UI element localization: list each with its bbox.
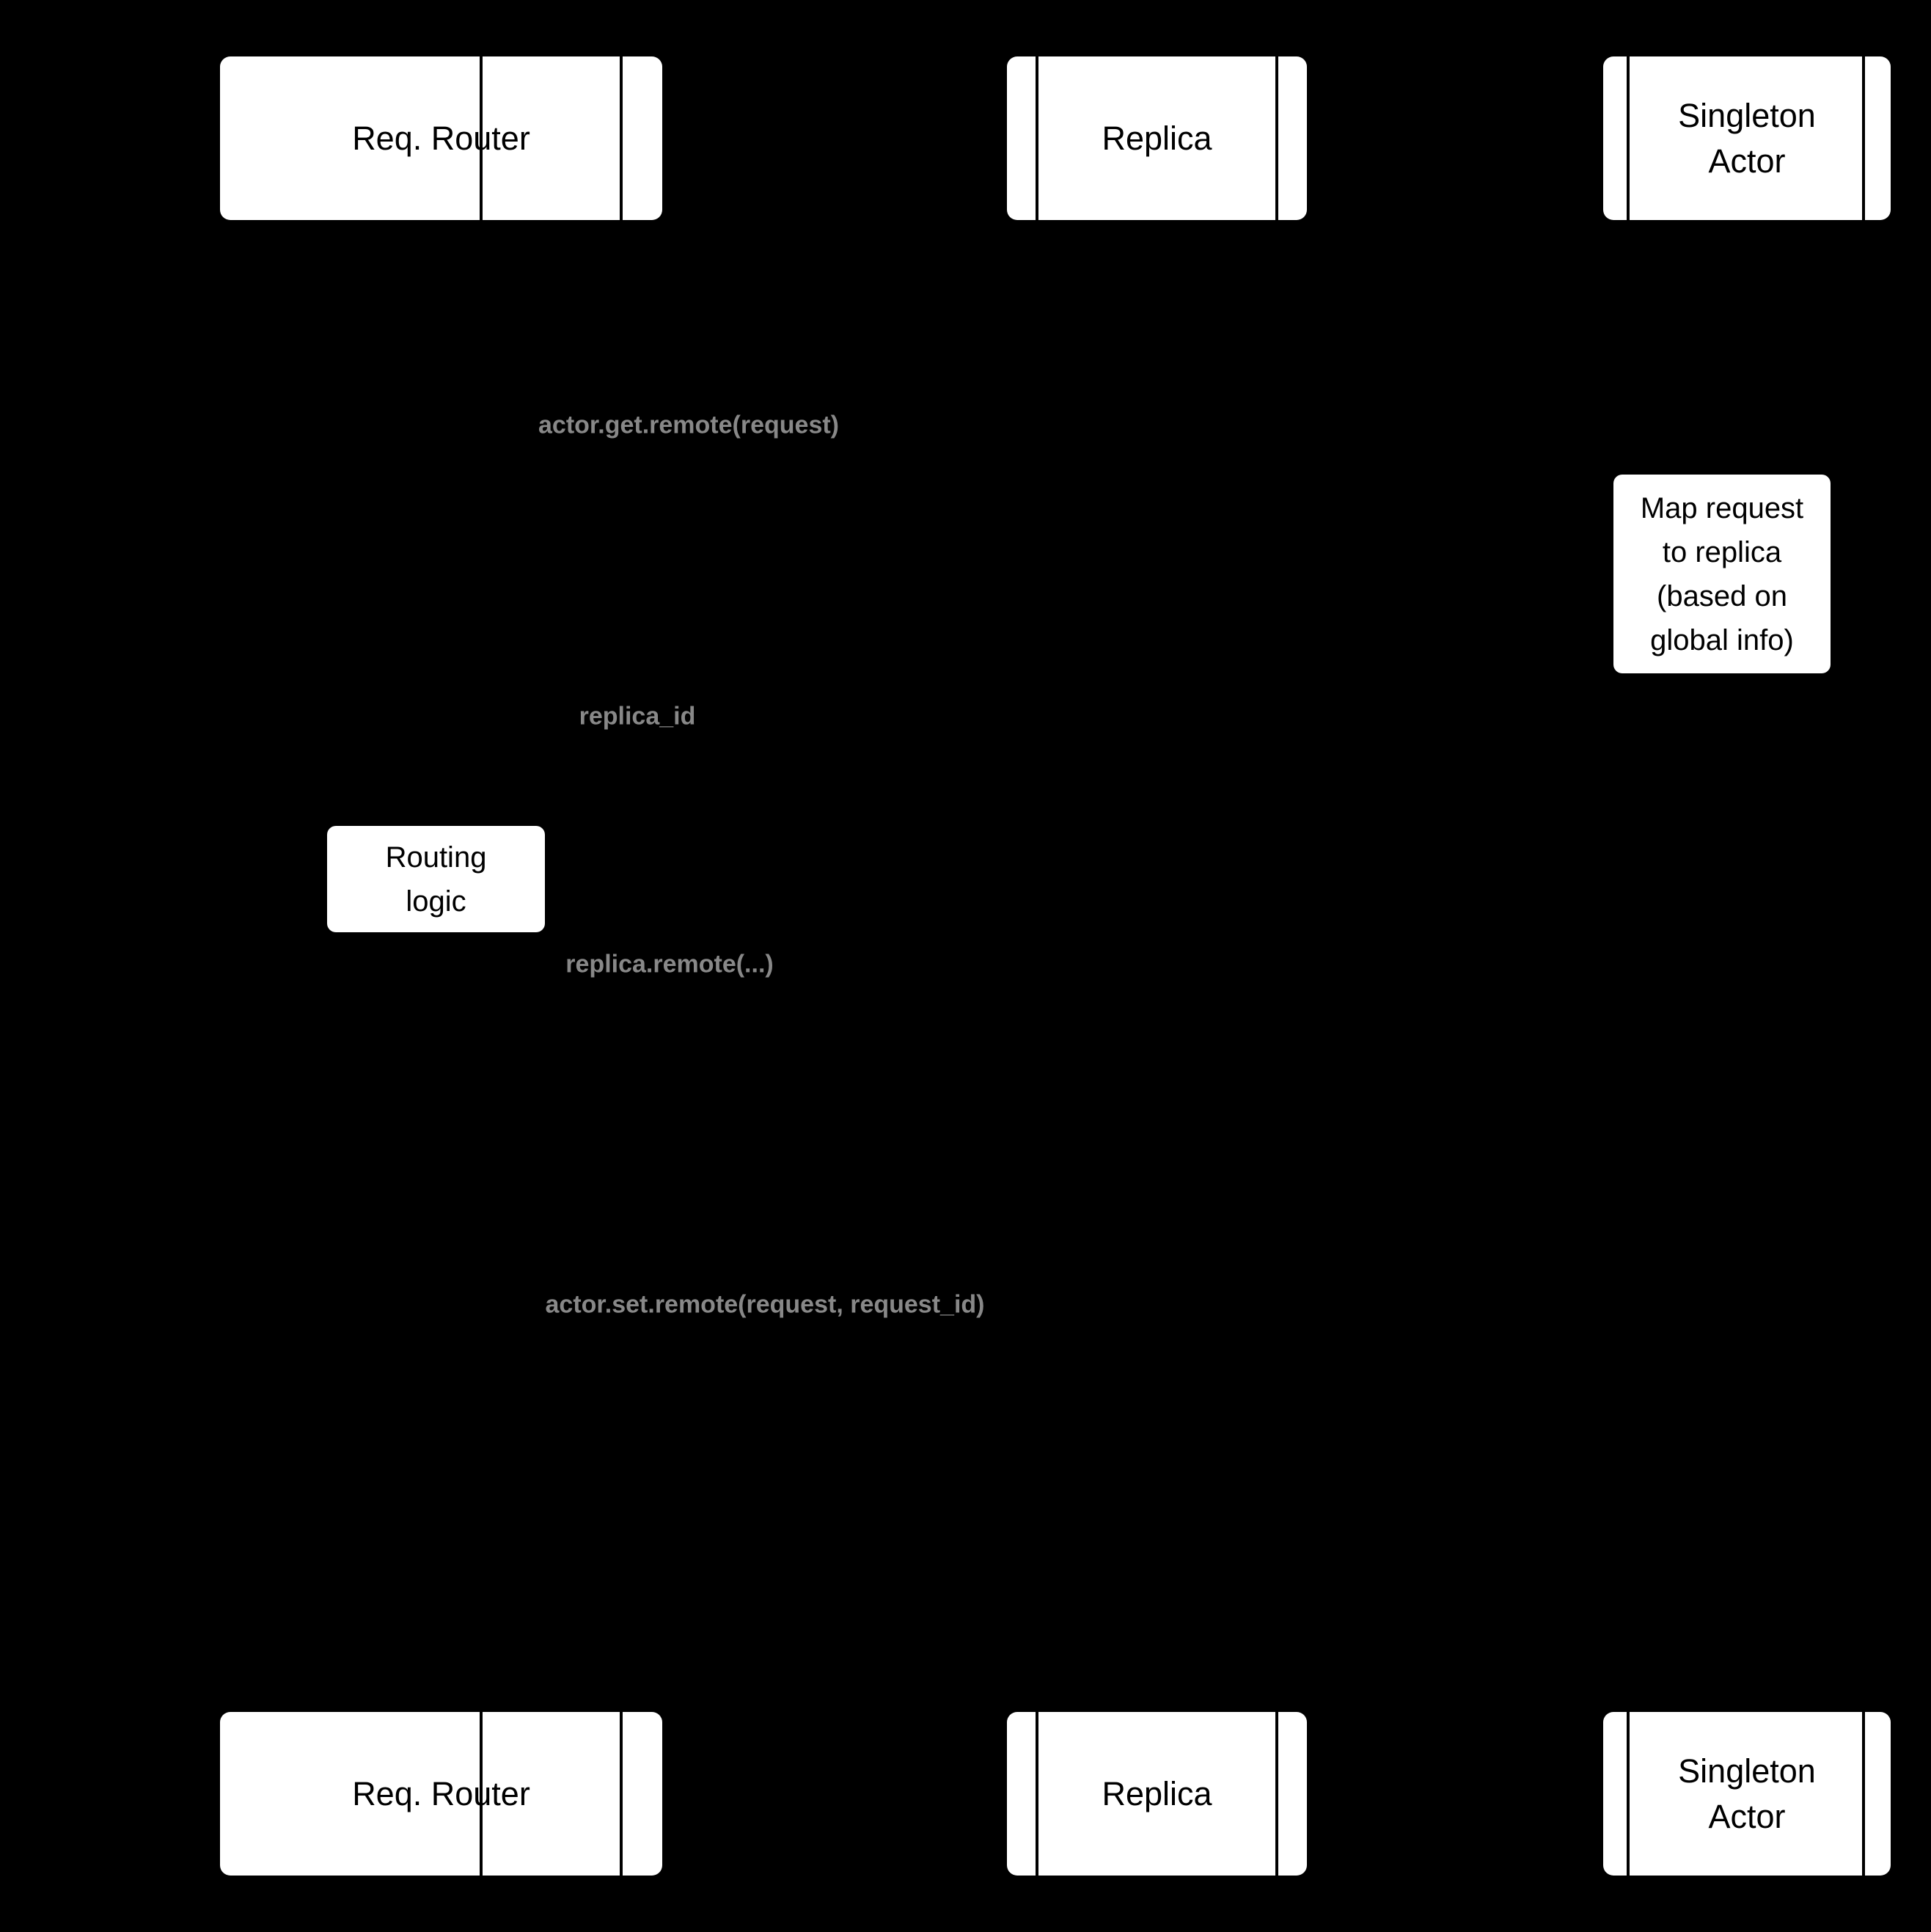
participant-label-replica: Replica <box>1102 1774 1212 1812</box>
participant-label-req-router: Req. Router <box>352 1774 530 1812</box>
inner-line-right <box>620 56 623 220</box>
inner-line-right <box>1275 1712 1278 1876</box>
participant-label-replica: Replica <box>1102 119 1212 157</box>
message-label-replica-remote: replica.remote(...) <box>565 950 774 978</box>
participant-box-singleton-actor-bottom: Singleton Actor <box>1603 1712 1891 1876</box>
inner-line-left <box>480 56 483 220</box>
participant-box-replica-top: Replica <box>1007 56 1307 220</box>
inner-line-left <box>1036 1712 1038 1876</box>
participant-label-singleton-actor: Singleton Actor <box>1678 96 1816 180</box>
inner-line-right <box>620 1712 623 1876</box>
inner-line-right <box>1862 1712 1865 1876</box>
message-label-actor-get-remote: actor.get.remote(request) <box>538 411 839 439</box>
participant-box-singleton-actor-top: Singleton Actor <box>1603 56 1891 220</box>
participant-box-req-router-bottom: Req. Router <box>220 1712 662 1876</box>
inner-line-right <box>1275 56 1278 220</box>
message-label-replica-id: replica_id <box>579 702 696 731</box>
note-map-request-to-replica: Map request to replica (based on global … <box>1613 475 1831 673</box>
inner-line-left <box>1036 56 1038 220</box>
participant-box-replica-bottom: Replica <box>1007 1712 1307 1876</box>
note-routing-logic-text: Routing logic <box>385 841 487 918</box>
note-map-request-text: Map request to replica (based on global … <box>1640 491 1804 656</box>
inner-line-left <box>480 1712 483 1876</box>
participant-label-req-router: Req. Router <box>352 119 530 157</box>
note-routing-logic: Routing logic <box>327 826 545 932</box>
message-label-actor-set-remote: actor.set.remote(request, request_id) <box>545 1290 985 1319</box>
inner-line-right <box>1862 56 1865 220</box>
inner-line-left <box>1627 56 1630 220</box>
inner-line-left <box>1627 1712 1630 1876</box>
participant-box-req-router-top: Req. Router <box>220 56 662 220</box>
participant-label-singleton-actor: Singleton Actor <box>1678 1752 1816 1835</box>
